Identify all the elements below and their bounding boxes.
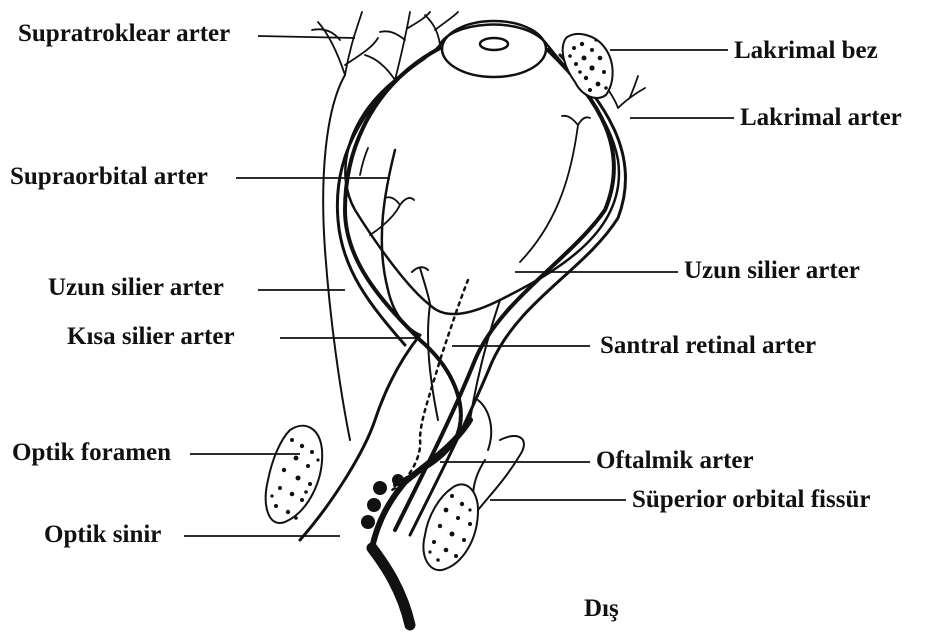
intraglobal-branch-2: [360, 148, 368, 175]
leader-supratroklear: [258, 36, 355, 38]
oftalmik-arter-bottom: [372, 548, 410, 625]
lakrimal-bez-shape: [563, 34, 613, 98]
optic-canal-dot-2: [367, 498, 381, 512]
uzun-silier-arter-right-outer: [395, 50, 614, 530]
label-oftalmik-arter: Oftalmik arter: [596, 448, 754, 473]
optic-nerve-sheath-left: [428, 305, 438, 420]
central-retinal-top: [412, 267, 430, 305]
supratroklear-arter-vessel: [365, 12, 430, 80]
label-optik-foramen: Optik foramen: [12, 440, 171, 465]
intraglobal-branch: [370, 197, 414, 235]
supraorbital-branches: [312, 12, 378, 75]
fissure-loop: [478, 400, 491, 450]
label-supratroklear-arter: Supratroklear arter: [18, 21, 230, 46]
label-supraorbital-arter: Supraorbital arter: [10, 164, 208, 189]
label-lakrimal-bez: Lakrimal bez: [734, 38, 878, 63]
optic-canal-dot-1: [373, 481, 387, 495]
optik-foramen-shape: [266, 426, 322, 523]
label-kisa-silier-arter: Kısa silier arter: [67, 324, 235, 349]
pupil: [480, 38, 508, 50]
label-uzun-silier-arter-right: Uzun silier arter: [684, 258, 860, 283]
label-lakrimal-arter: Lakrimal arter: [740, 105, 902, 130]
label-uzun-silier-arter-left: Uzun silier arter: [48, 275, 224, 300]
optic-canal-dot-4: [392, 474, 404, 486]
optic-canal-dot-3: [361, 515, 375, 529]
label-optik-sinir: Optik sinir: [44, 522, 161, 547]
superior-orbital-vessel: [473, 436, 524, 510]
label-dis: Dış: [584, 596, 619, 621]
label-santral-retinal-arter: Santral retinal arter: [600, 333, 816, 358]
superior-orbital-fissur-shape: [424, 484, 478, 570]
uzun-silier-arter-right-inner: [410, 55, 626, 535]
label-superior-orbital-fissur: Süperior orbital fissür: [632, 487, 870, 512]
supratroklear-arter-branch-right: [425, 12, 458, 45]
